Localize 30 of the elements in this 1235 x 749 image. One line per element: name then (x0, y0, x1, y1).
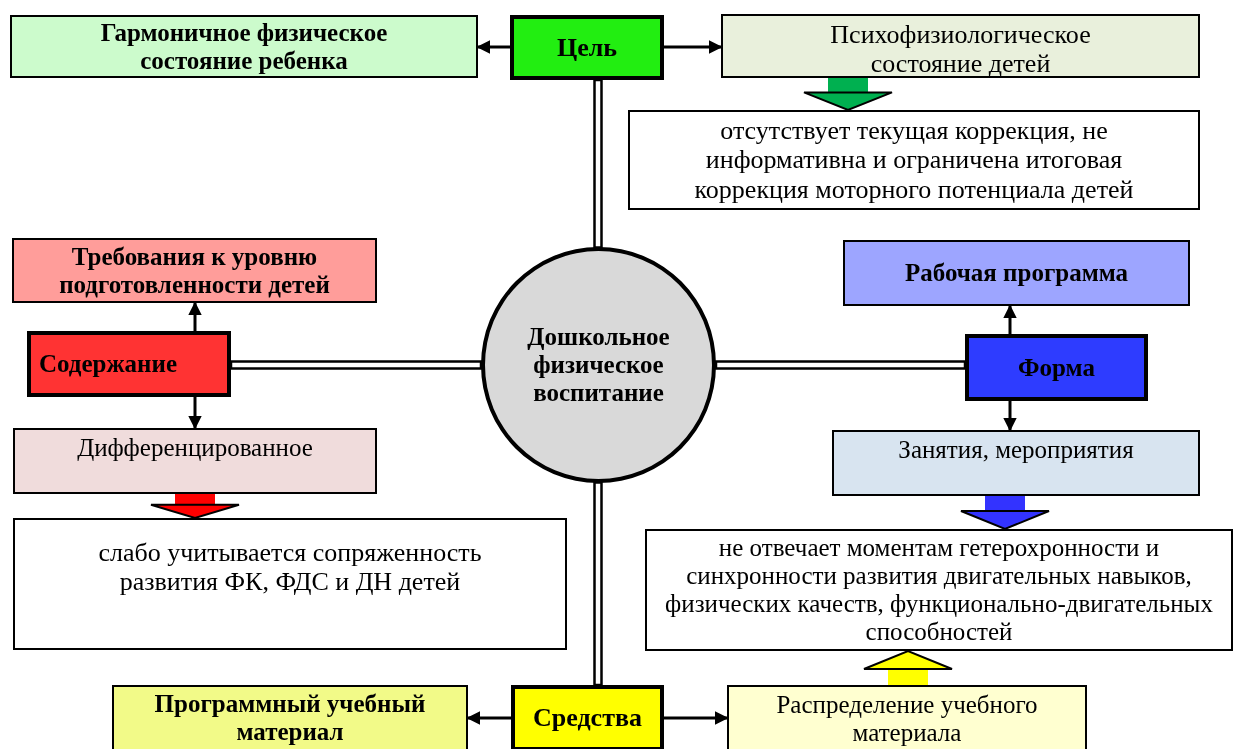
block-arrow (863, 650, 953, 685)
arrow (188, 397, 202, 430)
form-box: Форма (965, 334, 1148, 401)
arrow (188, 301, 202, 331)
problem-box: отсутствует текущая коррекция, не информативна и ограничена итоговая коррекция моторного потенциала детей (628, 110, 1200, 210)
double-line-connector (229, 360, 483, 370)
requirements-box: Требования к уровню подготовленности детей (12, 238, 377, 303)
state-box: Психофизиологическое состояние детей (721, 14, 1200, 78)
arrow (1003, 304, 1017, 334)
material-box: Программный учебный материал (112, 685, 468, 749)
means-box: Средства (511, 685, 664, 749)
problem-box: не отвечает моментам гетерохронности и синхронности развития двигательных навыков, физических качеств, функционально-двигательных способностей (645, 529, 1233, 651)
double-line-connector (593, 481, 603, 687)
double-line-connector (593, 78, 603, 249)
outcome-box: Гармоничное физическое состояние ребенка (10, 15, 478, 78)
program-box: Рабочая программа (843, 240, 1190, 306)
arrow (664, 40, 723, 54)
arrow (664, 711, 729, 725)
content-box: Содержание (27, 331, 231, 397)
center-circle: Дошкольное физическое воспитание (481, 247, 716, 483)
type-box: Дифференцированное (13, 428, 377, 494)
problem-box: слабо учитывается сопряженность развития ФК, ФДС и ДН детей (13, 518, 567, 650)
double-line-connector (714, 360, 967, 370)
distribution-box: Распределение учебного материала (727, 685, 1087, 749)
activities-box: Занятия, мероприятия (832, 430, 1200, 496)
goal-box: Цель (510, 15, 664, 80)
block-arrow (150, 494, 240, 519)
block-arrow (803, 78, 893, 111)
block-arrow (960, 496, 1050, 530)
arrow (1003, 401, 1017, 432)
